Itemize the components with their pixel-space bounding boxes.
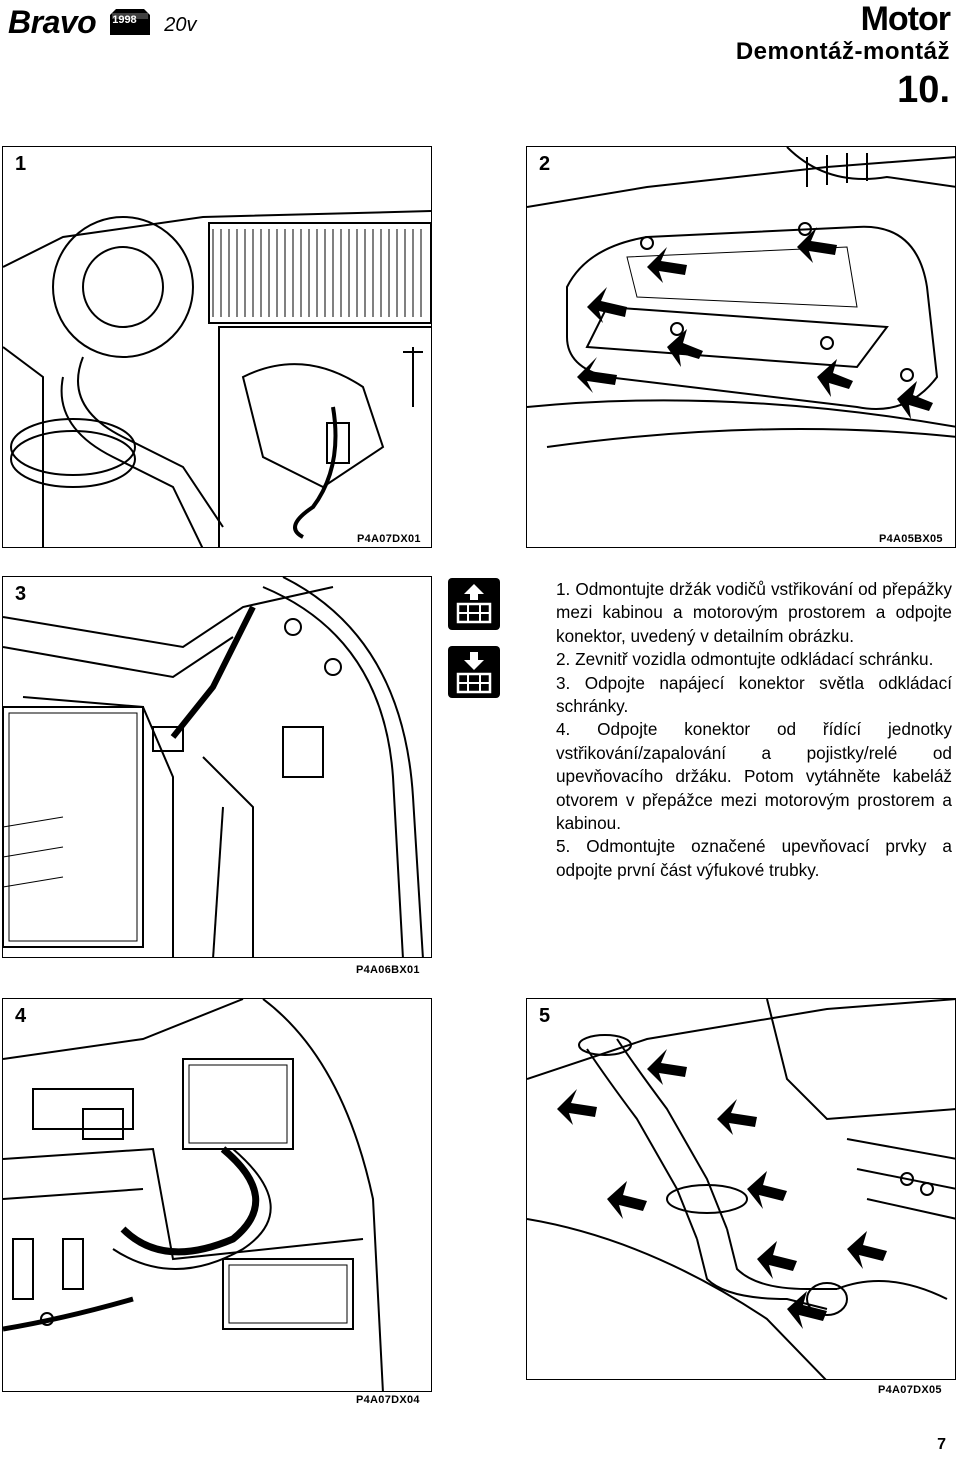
figure-code: P4A06BX01 — [356, 964, 420, 976]
brand-title: Bravo — [8, 3, 97, 40]
glovebox-connector-illustration — [3, 577, 424, 957]
page-number: 7 — [937, 1436, 946, 1453]
figure-number: 5 — [539, 1005, 551, 1027]
step-1: 1. Odmontujte držák vodičů vstřikování o… — [556, 579, 952, 646]
figure-2: 2 P4A05BX05 — [526, 146, 956, 548]
step-5: 5. Odmontujte označené upevňovací prvky … — [556, 836, 952, 880]
subsection-title: Demontáž-montáž — [735, 38, 950, 65]
figure-code: P4A07DX04 — [356, 1394, 420, 1406]
figure-number: 2 — [539, 153, 551, 175]
ecu-wiring-illustration — [3, 999, 384, 1391]
figure-code: P4A07DX01 — [357, 533, 421, 545]
figure-number: 1 — [15, 153, 27, 175]
year-label: 1998 — [112, 14, 137, 26]
figure-5: 5 — [526, 998, 956, 1380]
header-left: Bravo 1998 20v — [8, 2, 196, 42]
figure-number: 4 — [15, 1005, 27, 1027]
engine-label: 20v — [164, 13, 197, 36]
figure-code: P4A05BX05 — [879, 533, 943, 545]
step-4: 4. Odpojte konektor od řídící jednotky v… — [556, 719, 952, 834]
section-number: 10. — [897, 69, 950, 111]
car-year-badge-icon: 1998 — [106, 5, 154, 39]
figure-4: 4 — [2, 998, 432, 1392]
step-2: 2. Zevnitř vozidla odmontujte odkládací … — [556, 649, 934, 670]
glovebox-illustration — [527, 147, 955, 448]
remove-component-icon — [448, 578, 500, 630]
engine-bay-illustration — [3, 210, 431, 547]
section-title: Motor — [860, 0, 951, 38]
figure-1: 1 P4A07DX01 — [2, 146, 432, 548]
figure-code: P4A07DX05 — [878, 1384, 942, 1396]
step-3: 3. Odpojte napájecí konektor světla odkl… — [556, 672, 952, 717]
figure-3: 3 — [2, 576, 432, 958]
instruction-steps: 1. Odmontujte držák vodičů vstřikování o… — [556, 578, 952, 882]
header-right: Motor Demontáž-montáž 10. — [735, 0, 951, 112]
install-component-icon — [448, 646, 500, 698]
figure-number: 3 — [15, 583, 27, 605]
exhaust-pipe-illustration — [527, 999, 955, 1379]
